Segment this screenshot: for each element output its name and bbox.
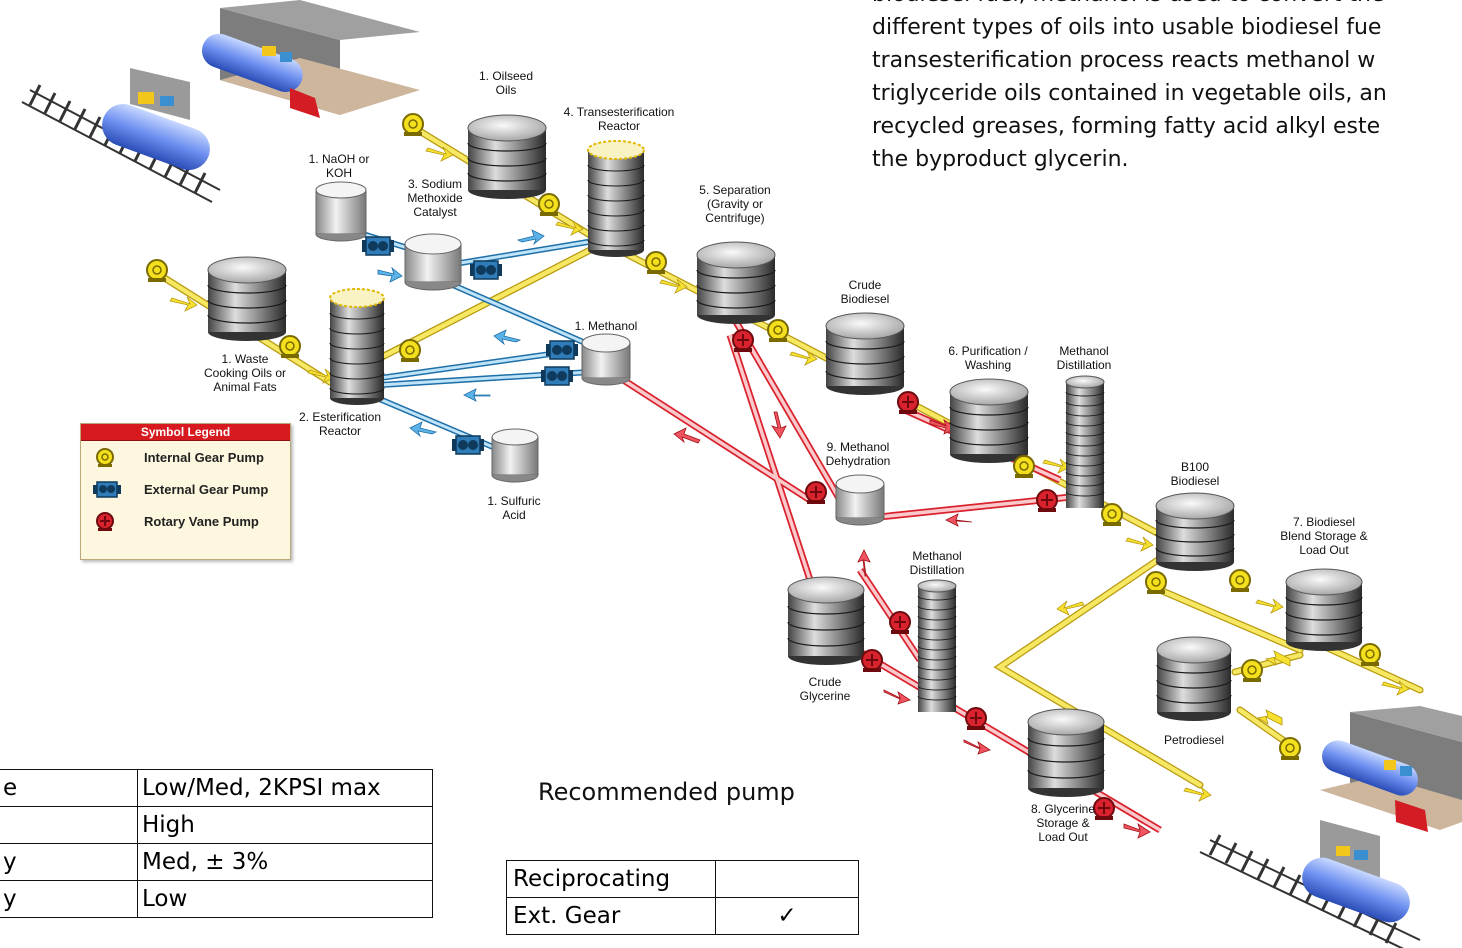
label-waste-oils: 1. Waste Cooking Oils or Animal Fats [203, 352, 287, 394]
outbound-rail-car [1302, 846, 1410, 923]
internal-gear-pumps [146, 113, 1381, 760]
intro-line: the byproduct glycerin. [872, 147, 1129, 172]
pump-check: ✓ [715, 897, 859, 935]
inbound-tank-truck [201, 33, 320, 118]
small-tanks [315, 181, 885, 526]
petrodiesel-tank [1156, 636, 1232, 721]
methanol-distillation-column-1 [1065, 375, 1105, 508]
internal-gear-pump-icon [96, 448, 114, 467]
purification-tank [949, 378, 1029, 463]
rotary-vane-pump-icon [96, 512, 114, 531]
external-gear-pump-icon [93, 481, 121, 498]
table-row: Ext. Gear✓ [506, 897, 859, 935]
spec-key: y [0, 843, 138, 881]
inbound-rail-car [102, 92, 210, 170]
label-separation: 5. Separation (Gravity or Centrifuge) [699, 183, 771, 225]
legend-row-vane: Rotary Vane Pump [81, 505, 290, 537]
label-esterification-reactor: 2. Esterification Reactor [298, 410, 382, 438]
blend-storage-tank [1285, 568, 1363, 651]
outbound-tank-truck [1322, 740, 1428, 832]
label-crude-glycerine: Crude Glycerine [799, 675, 851, 703]
label-transesterification-reactor: 4. Transesterification Reactor [563, 105, 675, 133]
legend-label-vane: Rotary Vane Pump [144, 514, 259, 529]
intro-paragraph: biodiesel fuel, methanol is used to conv… [872, 0, 1462, 176]
blue-flow-arrows [377, 229, 545, 438]
crude-glycerine-tank [787, 576, 865, 665]
spec-value: Low/Med, 2KPSI max [137, 769, 433, 807]
methanol-dehydration-tank [835, 474, 885, 526]
table-row: High [0, 806, 433, 844]
symbol-legend: Symbol Legend Internal Gear Pump Externa… [80, 423, 291, 560]
intro-line: recycled greases, forming fatty acid alk… [872, 114, 1381, 139]
label-sodium-methoxide: 3. Sodium Methoxide Catalyst [407, 177, 463, 219]
ribbed-tanks [207, 114, 1363, 797]
separation-tank [696, 241, 776, 324]
spec-key [0, 806, 138, 844]
intro-line: triglyceride oils contained in vegetable… [872, 81, 1387, 106]
waste-oil-tank [207, 256, 287, 341]
methanol-distillation-column-2 [917, 579, 957, 712]
spec-key: y [0, 880, 138, 918]
spec-key: e [0, 769, 138, 807]
legend-label-external: External Gear Pump [144, 482, 269, 497]
pump-name: Reciprocating [506, 860, 716, 898]
legend-label-internal: Internal Gear Pump [144, 450, 264, 465]
sodium-methoxide-tank [404, 233, 462, 291]
label-petrodiesel: Petrodiesel [1163, 733, 1225, 747]
yellow-flow-arrows [169, 146, 1410, 802]
label-sulfuric-acid: 1. Sulfuric Acid [487, 494, 541, 522]
legend-title: Symbol Legend [81, 424, 290, 441]
label-b100-biodiesel: B100 Biodiesel [1170, 460, 1220, 488]
blue-pipes [349, 227, 601, 453]
esterification-reactor [329, 288, 385, 405]
label-methanol-distillation-1: Methanol Distillation [1056, 344, 1112, 372]
glycerine-storage-tank [1027, 708, 1105, 797]
spec-value: Med, ± 3% [137, 843, 433, 881]
pump-name: Ext. Gear [506, 897, 716, 935]
label-blend-storage: 7. Biodiesel Blend Storage & Load Out [1280, 515, 1368, 557]
methanol-tank [581, 333, 631, 386]
recommended-pump-table: Reciprocating Ext. Gear✓ [506, 860, 859, 935]
pump-check [715, 860, 859, 898]
rotary-vane-pumps [732, 329, 1115, 820]
transesterification-reactor [587, 140, 645, 257]
spec-value: High [137, 806, 433, 844]
intro-line: biodiesel fuel, methanol is used to conv… [872, 0, 1462, 11]
label-naoh-koh: 1. NaOH or KOH [308, 152, 370, 180]
b100-biodiesel-tank [1155, 492, 1235, 571]
recommended-pump-title: Recommended pump [538, 778, 795, 806]
spec-value: Low [137, 880, 433, 918]
crude-biodiesel-tank [825, 312, 905, 395]
label-oilseed-oils: 1. Oilseed Oils [478, 69, 534, 97]
label-glycerine-storage: 8. Glycerine Storage & Load Out [1030, 802, 1096, 844]
red-flow-arrows [673, 411, 1151, 839]
naoh-tank [315, 181, 367, 242]
intro-line: transesterification process reacts metha… [872, 48, 1376, 73]
label-methanol-distillation-2: Methanol Distillation [909, 549, 965, 577]
intro-line: different types of oils into usable biod… [872, 15, 1382, 40]
label-purification: 6. Purification / Washing [948, 344, 1028, 372]
external-gear-pumps [362, 236, 578, 455]
label-crude-biodiesel: Crude Biodiesel [840, 278, 890, 306]
legend-row-internal: Internal Gear Pump [81, 441, 290, 473]
sulfuric-acid-tank [491, 428, 539, 483]
legend-row-external: External Gear Pump [81, 473, 290, 505]
label-methanol-dehydration: 9. Methanol Dehydration [825, 440, 891, 468]
label-methanol: 1. Methanol [574, 319, 638, 333]
oilseed-tank [467, 114, 547, 199]
table-row: Reciprocating [506, 860, 859, 898]
